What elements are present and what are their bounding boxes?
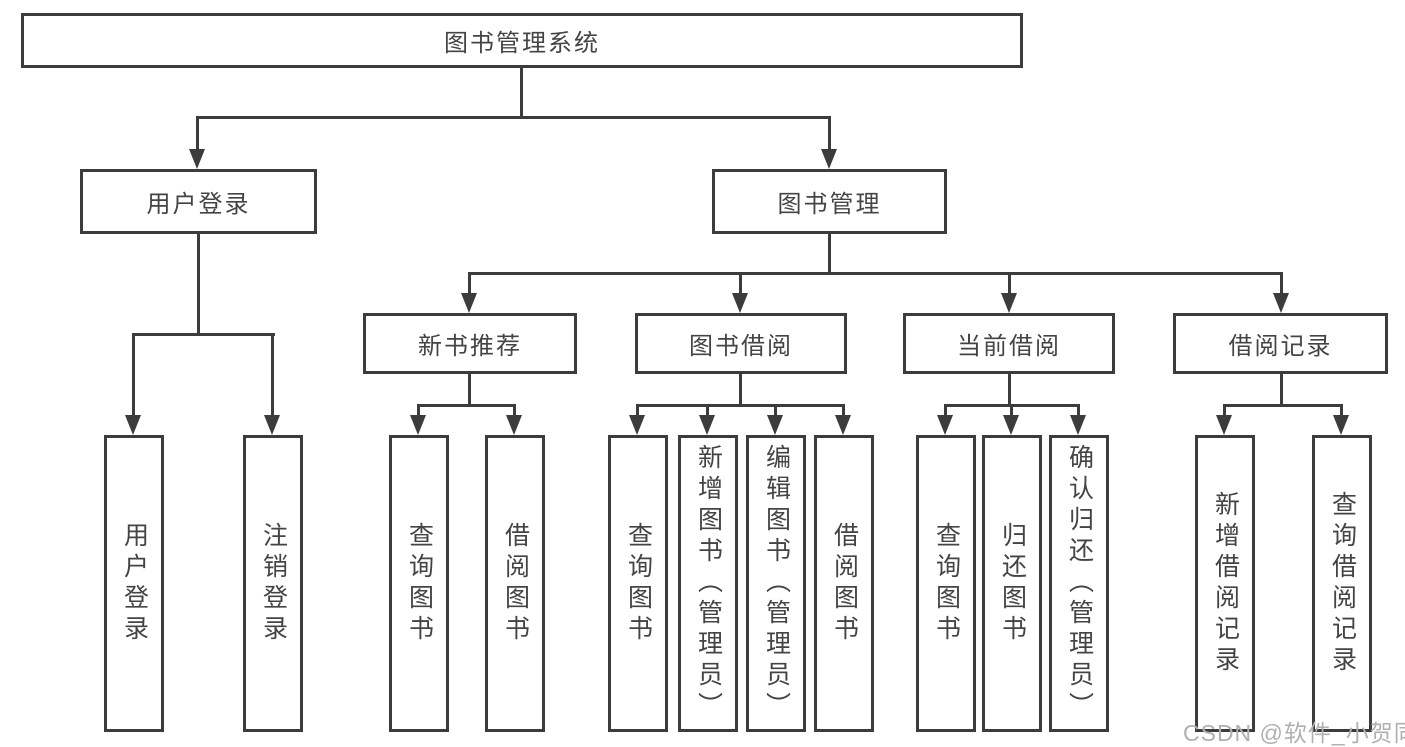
node-library-system-label: 图书管理系统 bbox=[444, 30, 600, 57]
node-current-borrowing: 当前借阅 bbox=[903, 313, 1115, 374]
node-book-borrowing-label: 图书借阅 bbox=[689, 333, 793, 360]
connector-drop-leaf-logout bbox=[271, 333, 274, 417]
connector-drop-g2c1 bbox=[417, 404, 420, 417]
connector-user-login-branch bbox=[134, 333, 275, 336]
connector-drop-recommend bbox=[468, 272, 471, 295]
node-book-borrowing: 图书借阅 bbox=[635, 313, 847, 374]
connector-drop-g3c4 bbox=[842, 404, 845, 417]
arrowhead-user-login bbox=[189, 149, 205, 169]
arrowhead-g4c2 bbox=[1003, 415, 1019, 435]
arrowhead-borrowing bbox=[732, 293, 748, 313]
leaf-add-borrow-record: 新增借阅记录 bbox=[1195, 435, 1255, 732]
leaf-confirm-return-admin: 确认归还（管理员） bbox=[1049, 435, 1109, 732]
leaf-return-book: 归还图书 bbox=[982, 435, 1042, 732]
leaf-query-books-recommend: 查询图书 bbox=[389, 435, 449, 732]
connector-drop-g4c1 bbox=[944, 404, 947, 417]
leaf-add-book-admin: 新增图书（管理员） bbox=[678, 435, 738, 732]
node-borrow-records: 借阅记录 bbox=[1173, 313, 1388, 374]
connector-drop-borrowing bbox=[739, 272, 742, 295]
connector-book-mgmt-drop bbox=[828, 234, 831, 275]
arrowhead-book-mgmt bbox=[821, 149, 837, 169]
leaf-query-books-borrow: 查询图书 bbox=[608, 435, 668, 732]
node-book-management-label: 图书管理 bbox=[777, 191, 882, 218]
node-library-system: 图书管理系统 bbox=[21, 13, 1023, 68]
arrowhead-g3c1 bbox=[629, 415, 645, 435]
connector-user-login-drop bbox=[197, 234, 200, 336]
connector-drop-g5c1 bbox=[1223, 404, 1226, 417]
leaf-edit-book-admin: 编辑图书（管理员） bbox=[746, 435, 806, 732]
arrowhead-recommend bbox=[461, 293, 477, 313]
connector-drop-g3c1 bbox=[636, 404, 639, 417]
arrowhead-g4c3 bbox=[1070, 415, 1086, 435]
connector-recommend-branch bbox=[419, 404, 516, 407]
connector-current-drop bbox=[1008, 374, 1011, 407]
connector-drop-user-login bbox=[196, 116, 199, 151]
arrowhead-g3c3 bbox=[767, 415, 783, 435]
arrowhead-g5c1 bbox=[1216, 415, 1232, 435]
arrowhead-g5c2 bbox=[1333, 415, 1349, 435]
node-borrow-records-label: 借阅记录 bbox=[1228, 333, 1333, 360]
connector-drop-g3c2 bbox=[706, 404, 709, 417]
node-user-login: 用户登录 bbox=[80, 169, 317, 234]
connector-root-drop bbox=[520, 68, 523, 117]
connector-drop-g4c3 bbox=[1077, 404, 1080, 417]
leaf-logout: 注销登录 bbox=[243, 435, 303, 732]
connector-current-branch bbox=[946, 404, 1080, 407]
connector-drop-g5c2 bbox=[1340, 404, 1343, 417]
arrowhead-current bbox=[1001, 293, 1017, 313]
leaf-borrow-books: 借阅图书 bbox=[814, 435, 874, 732]
connector-level3-branch bbox=[469, 272, 1283, 275]
connector-drop-g2c2 bbox=[513, 404, 516, 417]
connector-recommend-drop bbox=[468, 374, 471, 407]
connector-drop-g4c2 bbox=[1010, 404, 1013, 417]
connector-records-drop bbox=[1280, 374, 1283, 407]
node-book-management: 图书管理 bbox=[712, 169, 947, 234]
leaf-query-borrow-record: 查询借阅记录 bbox=[1312, 435, 1372, 732]
node-new-book-recommend: 新书推荐 bbox=[363, 313, 577, 374]
leaf-query-books-current: 查询图书 bbox=[916, 435, 976, 732]
connector-drop-leaf-user-login bbox=[132, 333, 135, 417]
arrowhead-g3c4 bbox=[835, 415, 851, 435]
node-current-borrowing-label: 当前借阅 bbox=[957, 333, 1061, 360]
arrowhead-leaf-user-login bbox=[125, 415, 141, 435]
connector-level1-branch bbox=[197, 116, 831, 119]
leaf-borrow-books-recommend: 借阅图书 bbox=[485, 435, 545, 732]
connector-records-branch bbox=[1225, 404, 1342, 407]
leaf-user-login: 用户登录 bbox=[104, 435, 164, 732]
connector-borrowing-branch bbox=[638, 404, 845, 407]
arrowhead-records bbox=[1273, 293, 1289, 313]
arrowhead-g2c1 bbox=[410, 415, 426, 435]
arrowhead-leaf-logout bbox=[264, 415, 280, 435]
arrowhead-g4c1 bbox=[937, 415, 953, 435]
connector-drop-g3c3 bbox=[774, 404, 777, 417]
arrowhead-g3c2 bbox=[699, 415, 715, 435]
csdn-watermark: CSDN @软件_小贺同学 bbox=[1183, 720, 1405, 746]
node-user-login-label: 用户登录 bbox=[146, 191, 251, 218]
connector-drop-book-mgmt bbox=[828, 116, 831, 151]
connector-borrowing-drop bbox=[739, 374, 742, 407]
arrowhead-g2c2 bbox=[506, 415, 522, 435]
connector-drop-records bbox=[1280, 272, 1283, 295]
connector-drop-current bbox=[1008, 272, 1011, 295]
node-new-book-recommend-label: 新书推荐 bbox=[418, 333, 522, 360]
